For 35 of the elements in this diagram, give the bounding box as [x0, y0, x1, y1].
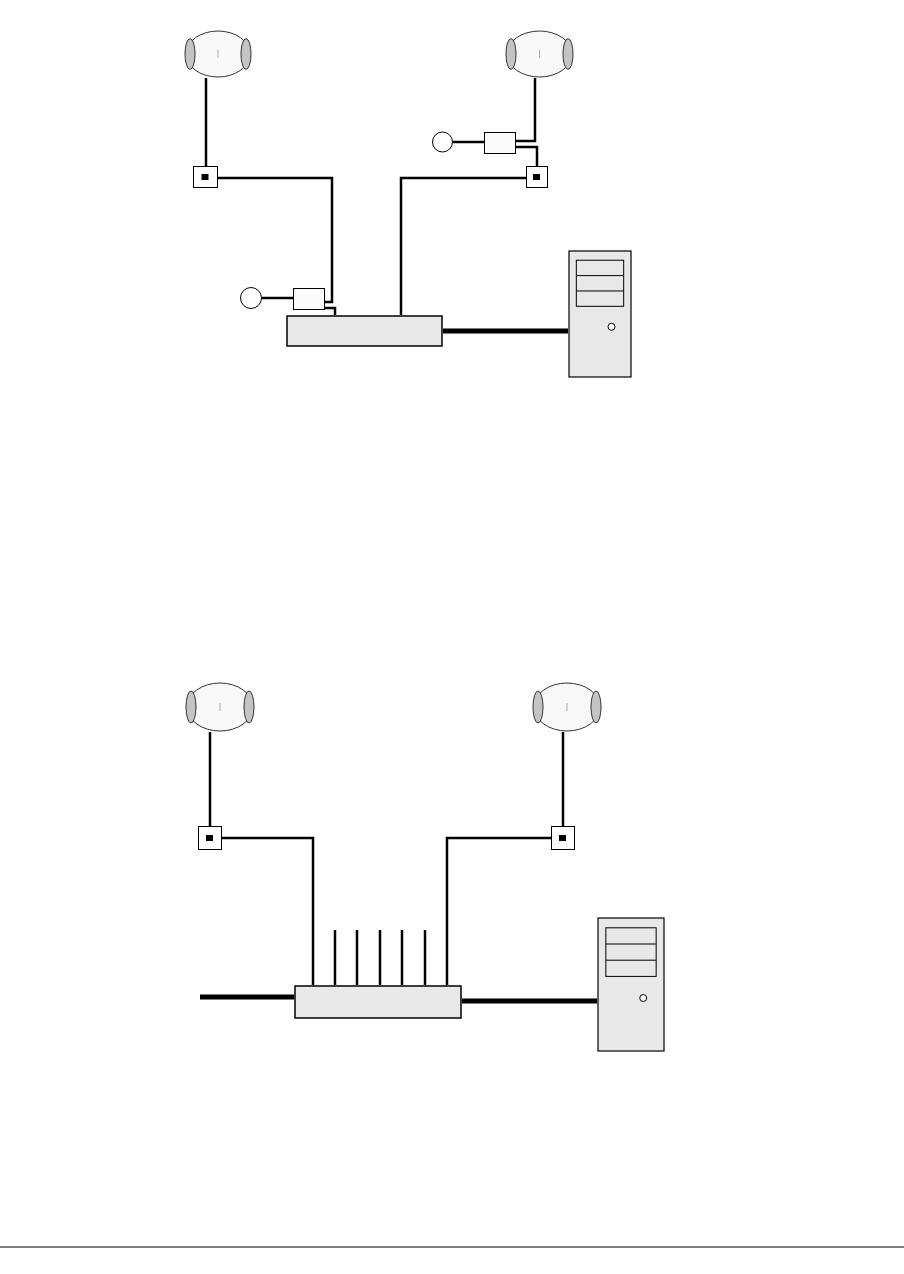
- cable-line: [208, 732, 212, 826]
- cable-line: [443, 328, 568, 334]
- cable-line: [262, 296, 293, 300]
- cable-line: [399, 176, 526, 315]
- cable-line: [516, 78, 537, 143]
- adapter-box: [293, 288, 325, 310]
- switch-box: [286, 315, 443, 347]
- circle-node: [240, 287, 262, 309]
- circle-node: [432, 131, 453, 153]
- switch-box: [294, 985, 462, 1019]
- computer-tower-drawing: [597, 917, 665, 1052]
- wall-socket: [526, 166, 548, 188]
- cable-line: [423, 930, 427, 985]
- cable-line: [218, 176, 334, 304]
- cable-line: [453, 140, 484, 144]
- wall-socket: [551, 826, 575, 850]
- cable-line: [462, 998, 597, 1004]
- handset-icon: [533, 682, 601, 732]
- adapter-box: [484, 132, 516, 154]
- wall-socket: [193, 166, 218, 188]
- cable-line: [200, 994, 294, 1000]
- cable-line: [516, 145, 539, 166]
- wall-socket: [198, 826, 222, 850]
- cable-line: [355, 930, 359, 985]
- handset-icon: [185, 30, 251, 78]
- computer-tower-drawing: [568, 250, 632, 378]
- cable-line: [445, 836, 551, 985]
- cable-line: [333, 930, 337, 985]
- cable-line: [378, 930, 382, 985]
- handset-icon: [186, 682, 254, 732]
- cable-line: [400, 930, 404, 985]
- cable-line: [222, 836, 315, 985]
- cable-line: [204, 78, 208, 166]
- cable-line: [561, 732, 565, 826]
- handset-icon: [506, 30, 573, 78]
